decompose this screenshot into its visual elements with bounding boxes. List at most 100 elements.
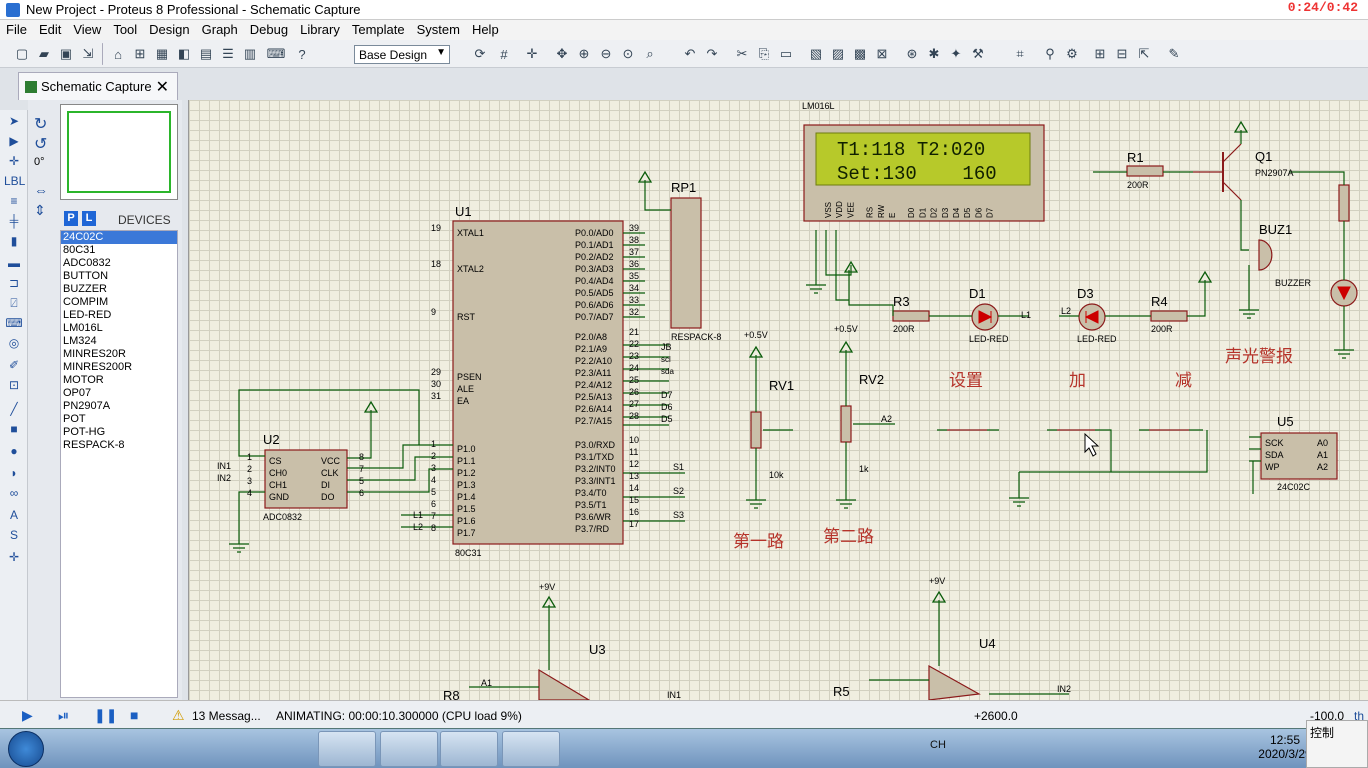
rv1-body[interactable] [750,411,762,449]
messages-count[interactable]: 13 Messag... [192,709,261,723]
buzzer-body[interactable] [1258,239,1273,271]
pcb-icon[interactable]: ▦ [155,46,169,61]
menu-debug[interactable]: Debug [249,22,289,37]
block-copy-icon[interactable]: ▧ [809,46,823,61]
explorer-task-icon[interactable] [318,731,376,767]
home-icon[interactable]: ⌂ [114,46,122,62]
device-list-item[interactable]: 80C31 [63,244,96,256]
refresh-icon[interactable]: ⟳ [474,46,486,61]
zoom-in-icon[interactable]: ⊕ [578,46,590,61]
device-list-item[interactable]: RESPACK-8 [63,439,125,451]
source-code-icon[interactable]: ▥ [243,46,257,61]
recorder-task-icon[interactable] [502,731,560,767]
circle-icon[interactable]: ● [10,444,18,458]
keyboard-icon[interactable]: ⌨ [266,46,286,61]
device-list-item[interactable]: 24C02C [61,231,177,244]
u3-body[interactable] [538,668,591,700]
library-manager-button[interactable]: L [82,211,96,226]
device-list-item[interactable]: MINRES20R [63,348,126,360]
step-icon[interactable]: ⏯ [58,707,70,723]
u5-body[interactable] [1260,432,1338,480]
text-icon[interactable]: A [9,508,18,522]
search-icon[interactable]: ⚲ [1045,46,1055,61]
block-delete-icon[interactable]: ⊠ [876,46,888,61]
menu-design[interactable]: Design [149,22,190,37]
junction-dot-icon[interactable]: ✛ [8,154,20,168]
device-list-item[interactable]: OP07 [63,387,92,399]
bom-icon[interactable]: ☰ [222,46,234,61]
menu-template[interactable]: Template [351,22,405,37]
r3-body[interactable] [892,310,930,322]
gerber-icon[interactable]: ▤ [199,46,213,61]
menu-tool[interactable]: Tool [113,22,138,37]
overview-window[interactable] [60,104,178,200]
start-button-icon[interactable] [8,731,44,767]
u2-body[interactable] [264,449,348,509]
buses-icon[interactable]: ╪ [9,214,19,228]
rv2-body[interactable] [840,405,852,443]
origin-icon[interactable]: ✛ [526,46,538,61]
menu-system[interactable]: System [416,22,460,37]
u1-body[interactable] [452,220,624,545]
symbol-icon[interactable]: S [9,528,18,542]
menu-graph[interactable]: Graph [201,22,238,37]
play-icon[interactable]: ▶ [22,707,33,723]
device-pins-icon[interactable]: ⊐ [8,276,20,290]
box-icon[interactable]: ■ [10,422,18,436]
cut-icon[interactable]: ✂ [736,46,748,61]
subcircuit-icon[interactable]: ▮ [10,234,18,248]
rotation-angle[interactable]: 0° [34,156,45,168]
report-icon[interactable]: ✎ [1168,46,1180,61]
pick-device-icon[interactable]: ⊛ [906,46,918,61]
voltage-probe-icon[interactable]: ✐ [8,358,20,372]
device-list-item[interactable]: COMPIM [63,296,109,308]
path-icon[interactable]: ∞ [9,486,19,500]
pause-icon[interactable]: ❚❚ [94,707,118,723]
packaging-icon[interactable]: ✦ [950,46,962,61]
sticky-notes-task-icon[interactable] [440,731,498,767]
copy-icon[interactable]: ⎘ [758,46,770,61]
rp1-body[interactable] [670,197,702,329]
grid-icon[interactable]: # [500,46,508,62]
zoom-area-icon[interactable]: ⌕ [646,46,654,61]
make-device-icon[interactable]: ✱ [928,46,940,61]
menu-file[interactable]: File [6,22,27,37]
save-icon[interactable]: ▣ [59,46,73,61]
redo-icon[interactable]: ↷ [706,46,718,61]
menu-edit[interactable]: Edit [38,22,62,37]
design-combo[interactable]: Base Design▼ [354,45,450,64]
selection-mode-icon[interactable]: ➤ [8,114,20,128]
r4-body[interactable] [1150,310,1188,322]
import-icon[interactable]: ⇲ [82,46,94,61]
device-list-item[interactable]: MOTOR [63,374,104,386]
tape-recorder-icon[interactable]: ⌨ [5,316,23,330]
proteus-task-icon[interactable] [380,731,438,767]
decompose-icon[interactable]: ⚒ [972,46,984,61]
pick-devices-button[interactable]: P [64,211,78,226]
tab-schematic-capture[interactable]: Schematic Capture ✕ [18,72,178,100]
block-move-icon[interactable]: ▨ [831,46,845,61]
device-list-item[interactable]: BUTTON [63,270,109,282]
mirror-y-icon[interactable]: ⇕ [34,202,46,218]
marker-icon[interactable]: ✛ [8,550,20,564]
3d-icon[interactable]: ◧ [177,46,191,61]
menu-library[interactable]: Library [300,22,340,37]
rotate-cw-icon[interactable]: ↻ [34,116,48,133]
component-mode-icon[interactable]: ▶ [9,134,19,148]
mirror-x-icon[interactable]: ⇔ [34,182,48,198]
rotate-ccw-icon[interactable]: ↺ [34,136,48,153]
terminals-icon[interactable]: ▬ [8,256,20,270]
block-rotate-icon[interactable]: ▩ [853,46,867,61]
system-clock[interactable]: 12:55 2020/3/29 [1255,733,1315,761]
device-list-item[interactable]: PN2907A [63,400,111,412]
close-icon[interactable]: ✕ [155,79,169,96]
stop-icon[interactable]: ■ [130,707,139,723]
pan-icon[interactable]: ✥ [556,46,568,61]
zoom-all-icon[interactable]: ⊙ [622,46,634,61]
undo-icon[interactable]: ↶ [684,46,696,61]
device-list-item[interactable]: POT-HG [63,426,106,438]
input-language[interactable]: CH [930,739,946,751]
text-script-icon[interactable]: ≡ [10,194,18,208]
